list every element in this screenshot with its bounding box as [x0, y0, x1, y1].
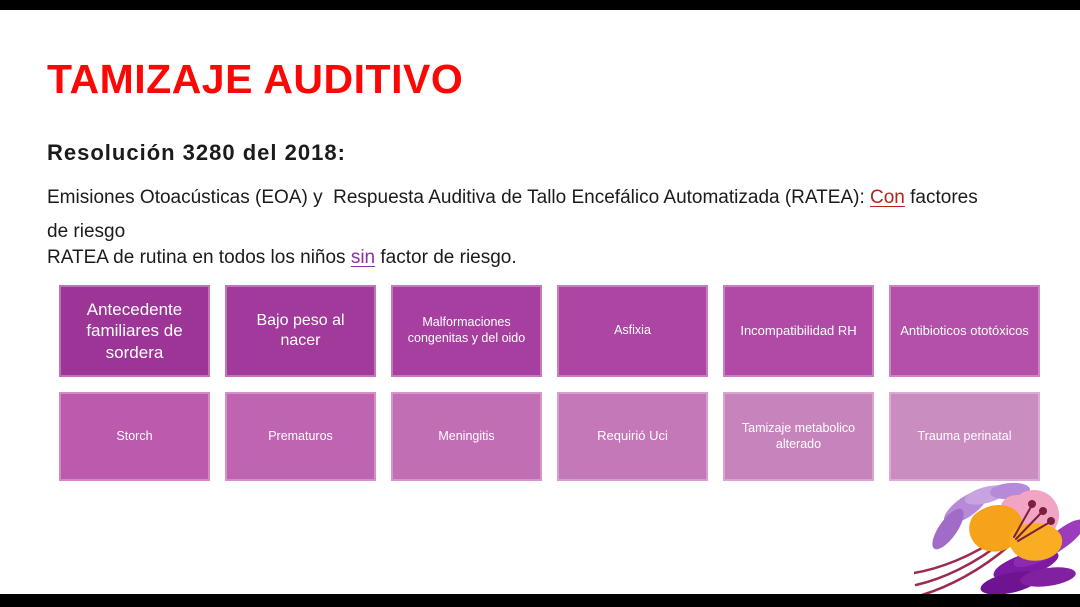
risk-box-bajo-peso-al-nacer: Bajo peso al nacer — [225, 285, 376, 377]
flower-icon — [912, 482, 1080, 597]
eoa-ratea-paragraph: Emisiones Otoacústicas (EOA) y Respuesta… — [47, 181, 978, 249]
flower-illustration — [912, 477, 1080, 603]
routine-text-start: RATEA de rutina en todos los niños — [47, 247, 351, 268]
risk-box-meningitis: Meningitis — [391, 392, 542, 481]
top-letterbox-bar — [0, 0, 1080, 10]
paragraph-text-end: factores de riesgo — [47, 187, 978, 242]
risk-box-asfixia: Asfixia — [557, 285, 708, 377]
risk-box-requirio-uci: Requirió Uci — [557, 392, 708, 481]
risk-box-storch: Storch — [59, 392, 210, 481]
risk-box-antecedente-familiares-de-sordera: Antecedente familiares de sordera — [59, 285, 210, 377]
risk-box-trauma-perinatal: Trauma perinatal — [889, 392, 1040, 481]
paragraph-text-start: Emisiones Otoacústicas (EOA) y Respuesta… — [47, 187, 871, 208]
sin-factor-highlight: sin — [350, 247, 376, 268]
risk-box-antibioticos-ototoxicos: Antibioticos ototóxicos — [889, 285, 1040, 377]
risk-box-tamizaje-metabolico-alterado: Tamizaje metabolico alterado — [723, 392, 874, 481]
routine-text-end: factor de riesgo. — [375, 247, 517, 268]
risk-box-incompatibilidad-rh: Incompatibilidad RH — [723, 285, 874, 377]
risk-box-prematuros: Prematuros — [225, 392, 376, 481]
page-title: TAMIZAJE AUDITIVO — [47, 56, 464, 102]
risk-box-malformaciones-congenitas-y-del-oido: Malformaciones congenitas y del oido — [391, 285, 542, 377]
ratea-routine-line: RATEA de rutina en todos los niños sin f… — [47, 246, 517, 270]
con-factores-highlight: Con — [870, 187, 905, 208]
bottom-letterbox-bar — [0, 594, 1080, 607]
resolution-heading: Resolución 3280 del 2018: — [47, 140, 346, 165]
